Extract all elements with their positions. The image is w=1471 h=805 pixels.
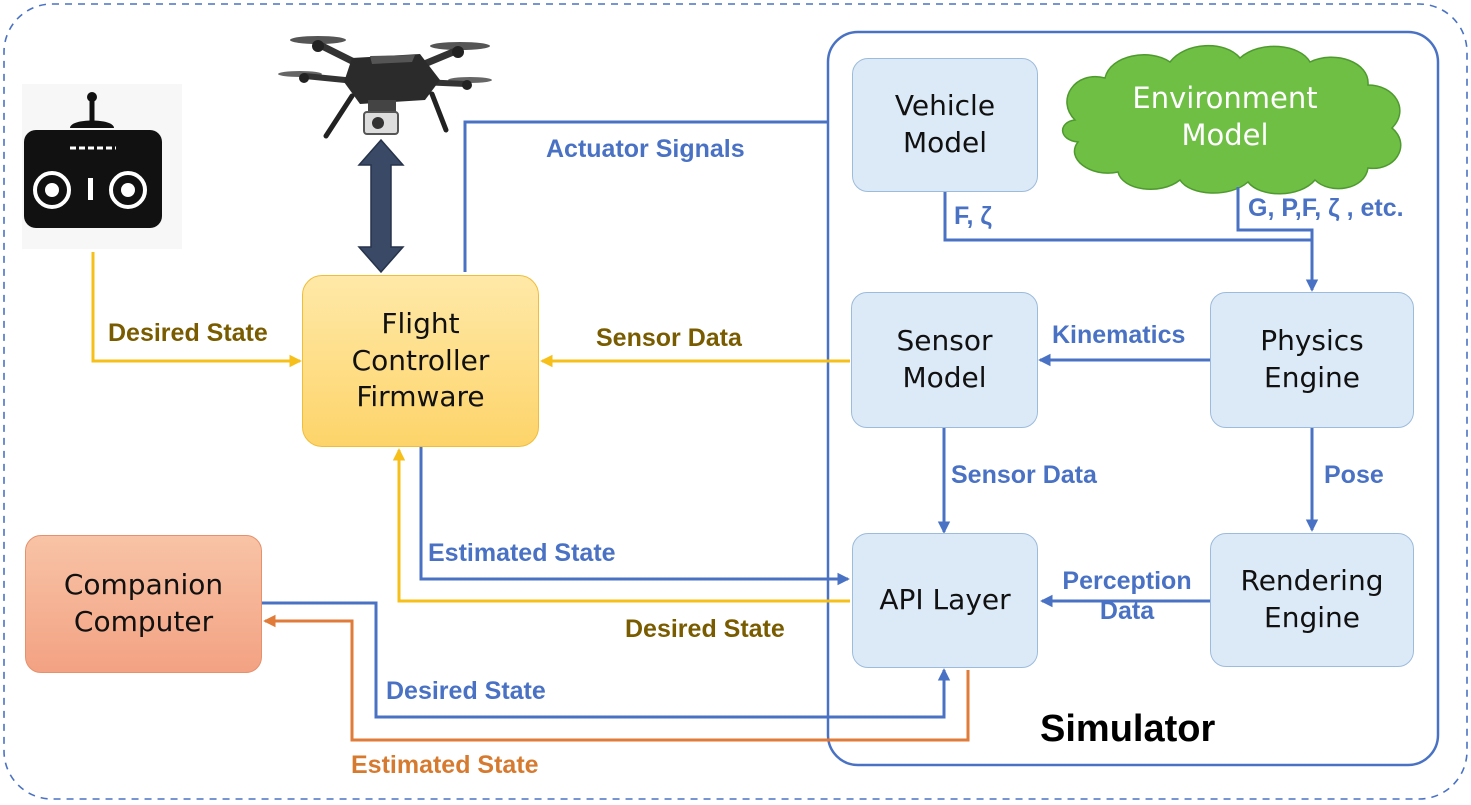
environment-model-label-line1: Environment [1132,81,1318,115]
estimated-state-cc-label: Estimated State [351,751,539,779]
physics-engine-node: Physics Engine [1210,292,1414,428]
f-zeta-label: F, ζ [954,202,992,230]
environment-forces-label: G, P,F, ζ , etc. [1248,194,1404,222]
estimated-state-fc-edge [419,446,850,586]
outer-dashed-border [3,3,1468,800]
companion-computer-label-line1: Companion [63,568,224,602]
sensor-data-fc-label: Sensor Data [596,324,742,352]
desired-state-rc-edge [91,252,302,368]
flight-controller-label-line1: Flight [381,306,460,340]
vehicle-physics-edge [943,192,1312,242]
companion-computer-label-line2: Computer [73,605,214,638]
vehicle-model-label-line1: Vehicle [894,89,996,123]
desired-state-cc-edge [262,601,951,719]
vehicle-model-node: Vehicle Model [852,58,1038,192]
perception-data-label: Perception Data [1052,566,1202,626]
actuator-signals-edge [463,120,828,272]
environment-model-node: Environment Model [1080,80,1370,154]
simulator-container [826,30,1440,767]
kinematics-label: Kinematics [1052,321,1186,349]
sensor-model-label-line2: Model [902,361,987,394]
desired-state-api-edge [392,448,850,603]
drone-fc-double-arrow [357,138,405,274]
perception-data-label-line1: Perception [1062,567,1192,595]
physics-engine-label-line1: Physics [1260,324,1364,358]
flight-controller-node: Flight Controller Firmware [302,275,539,447]
rendering-engine-node: Rendering Engine [1210,533,1414,667]
simulator-title: Simulator [1040,708,1216,750]
api-layer-node: API Layer [852,533,1038,668]
rendering-engine-label-line2: Engine [1264,601,1360,634]
perception-data-label-line2: Data [1099,597,1155,625]
vehicle-model-label-line2: Model [902,126,988,159]
rendering-engine-label-line1: Rendering [1240,564,1384,598]
environment-physics-edge [1236,187,1319,292]
companion-computer-node: Companion Computer [25,535,262,673]
pose-label: Pose [1324,461,1384,489]
quadcopter-drone-icon [278,36,492,139]
desired-state-rc-label: Desired State [108,319,268,347]
actuator-signals-label: Actuator Signals [546,135,745,163]
sensor-model-node: Sensor Model [851,292,1038,428]
environment-cloud-shape [1061,45,1402,195]
sensor-model-label-line1: Sensor [896,324,993,358]
rc-transmitter-icon [22,84,182,249]
sensor-data-api-label: Sensor Data [951,461,1097,489]
desired-state-api-label: Desired State [625,615,785,643]
estimated-state-fc-label: Estimated State [428,539,616,567]
physics-engine-label-line2: Engine [1264,361,1360,394]
flight-controller-label-line3: Firmware [356,380,485,414]
flight-controller-label-line2: Controller [351,343,490,377]
environment-model-label-line2: Model [1181,118,1269,153]
desired-state-cc-label: Desired State [386,677,546,705]
estimated-state-cc-edge [263,614,970,742]
api-layer-label: API Layer [879,583,1011,617]
